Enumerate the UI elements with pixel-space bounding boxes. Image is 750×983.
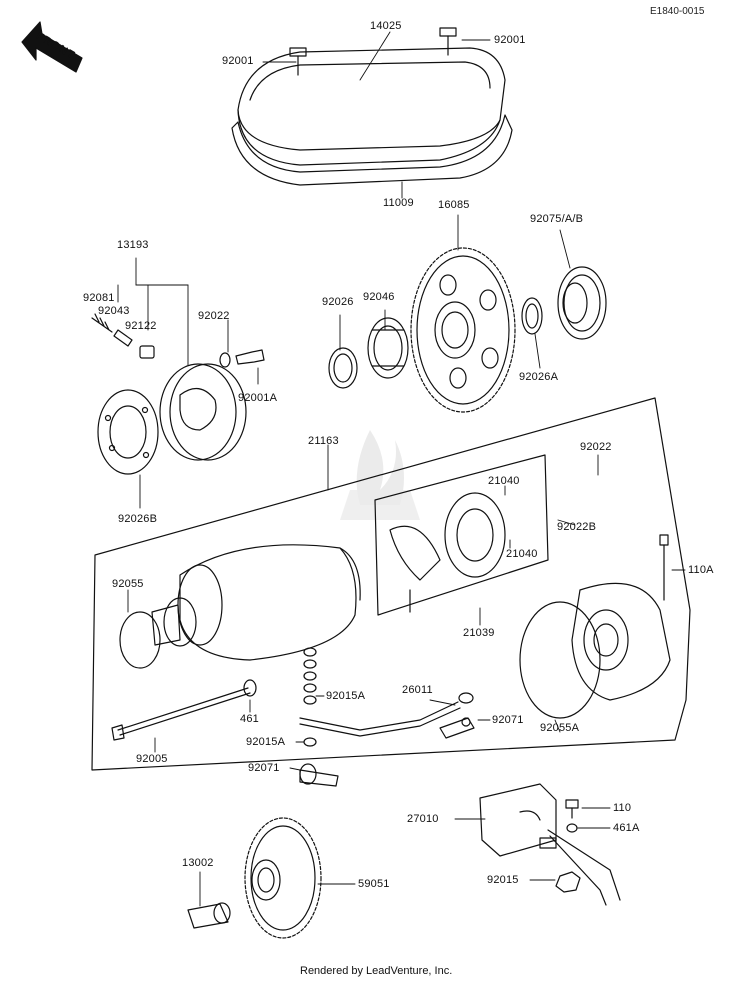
spring-92081 (91, 313, 113, 333)
front-arrow-icon (21, 21, 83, 73)
terminal-92071-lower (299, 763, 339, 787)
part-label-92022-top[interactable]: 92022 (198, 310, 230, 322)
watermark-logo (340, 430, 420, 520)
gear-16085 (410, 247, 516, 413)
gasket-11009 (231, 114, 513, 186)
washer-461 (243, 679, 257, 697)
part-label-92026A[interactable]: 92026A (519, 371, 559, 383)
part-label-92046[interactable]: 92046 (363, 291, 395, 303)
part-label-21163[interactable]: 21163 (308, 435, 339, 447)
part-label-92081[interactable]: 92081 (83, 292, 115, 304)
diagram-code: E1840-0015 (650, 6, 705, 17)
starter-motor-21163 (151, 544, 361, 661)
end-cover-assembly (519, 582, 671, 719)
part-label-21040-a[interactable]: 21040 (488, 475, 520, 487)
part-label-21039[interactable]: 21039 (463, 627, 495, 639)
washer-stack-92015A (303, 647, 317, 705)
part-label-14025[interactable]: 14025 (370, 20, 402, 32)
part-label-92055A[interactable]: 92055A (540, 722, 580, 734)
cover-14025 (237, 47, 506, 166)
washer-92022-top (219, 352, 231, 368)
part-label-92055[interactable]: 92055 (112, 578, 144, 590)
sleeve-13002 (187, 902, 231, 929)
part-label-92001-left[interactable]: 92001 (222, 55, 254, 67)
starter-assembly-outline (91, 397, 691, 771)
oring-92055 (119, 611, 161, 669)
starter-relay-27010 (479, 783, 621, 906)
bolt-92005 (111, 687, 251, 741)
part-label-110[interactable]: 110 (613, 802, 632, 814)
washer-92015A-lower (303, 737, 317, 747)
bolt-110 (565, 799, 579, 819)
part-label-92026B[interactable]: 92026B (118, 513, 158, 525)
part-label-92071-b[interactable]: 92071 (248, 762, 280, 774)
footer-credit: Rendered by LeadVenture, Inc. (300, 965, 453, 977)
part-label-92022-right[interactable]: 92022 (580, 441, 612, 453)
part-label-21040-b[interactable]: 21040 (506, 548, 538, 560)
part-label-461[interactable]: 461 (240, 713, 259, 725)
part-label-26011[interactable]: 26011 (402, 684, 433, 696)
pin-92043 (113, 329, 133, 347)
part-label-92015A-b[interactable]: 92015A (246, 736, 286, 748)
washer-92026A (521, 297, 543, 335)
terminal-92071-upper (439, 717, 475, 739)
gear-59051 (244, 817, 322, 939)
part-label-27010[interactable]: 27010 (407, 813, 439, 825)
plate-92026B (97, 389, 159, 475)
part-label-92043[interactable]: 92043 (98, 305, 130, 317)
part-label-13002[interactable]: 13002 (182, 857, 214, 869)
bolt-92001-right (439, 27, 457, 56)
part-label-92026[interactable]: 92026 (322, 296, 354, 308)
bolt-92001-left (289, 47, 307, 76)
part-label-92071-a[interactable]: 92071 (492, 714, 524, 726)
part-label-11009[interactable]: 11009 (383, 197, 414, 209)
part-label-110A[interactable]: 110A (688, 564, 714, 576)
brush-holder-box-21039 (374, 454, 549, 616)
part-label-92001-right[interactable]: 92001 (494, 34, 526, 46)
roller-92122 (139, 345, 155, 359)
part-label-92001A[interactable]: 92001A (238, 392, 278, 404)
part-label-92022B[interactable]: 92022B (557, 521, 597, 533)
part-label-92015A-a[interactable]: 92015A (326, 690, 366, 702)
bolt-110A (659, 534, 669, 601)
washer-461A (566, 823, 578, 833)
part-label-16085[interactable]: 16085 (438, 199, 470, 211)
part-label-92005[interactable]: 92005 (136, 753, 168, 765)
washer-92026 (328, 347, 358, 389)
part-label-92015[interactable]: 92015 (487, 874, 519, 886)
leader-lines (117, 31, 686, 907)
front-label: FRONT (33, 30, 78, 62)
part-label-92075[interactable]: 92075/A/B (530, 213, 584, 225)
seal-92075 (557, 266, 607, 340)
part-label-13193[interactable]: 13193 (117, 239, 149, 251)
bolt-92001A (235, 349, 265, 365)
part-label-59051[interactable]: 59051 (358, 878, 390, 890)
part-label-92122[interactable]: 92122 (125, 320, 157, 332)
cable-26011 (299, 692, 474, 737)
front-orientation-marker: FRONT (20, 20, 90, 90)
starter-clutch-13193 (159, 363, 247, 461)
part-label-461A[interactable]: 461A (613, 822, 640, 834)
bearing-92046 (367, 317, 409, 379)
nut-92015 (555, 871, 581, 893)
